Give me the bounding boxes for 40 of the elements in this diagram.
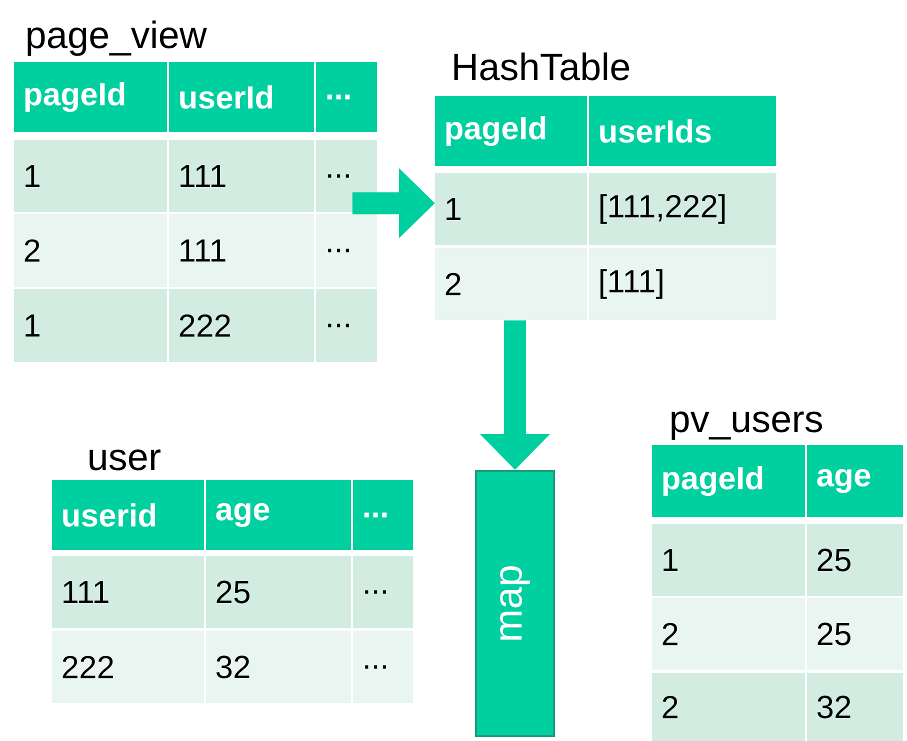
- header-cell: userIds: [589, 96, 776, 166]
- table-cell: 1: [652, 524, 805, 596]
- table-cell: [111,222]: [589, 173, 776, 245]
- header-cell: ...: [316, 62, 377, 132]
- table-cell: ...: [316, 140, 377, 212]
- table-cell: [111]: [589, 248, 776, 320]
- table-cell: 222: [52, 631, 204, 703]
- table-title: page_view: [28, 20, 207, 56]
- table-cell: 2: [652, 673, 805, 741]
- table-cell: 2: [435, 248, 587, 320]
- table-cell: ...: [316, 214, 377, 287]
- header-cell: userId: [169, 62, 314, 132]
- header-cell: pageId: [652, 445, 805, 517]
- table-cell: 1: [435, 173, 587, 245]
- map-box: map: [475, 470, 555, 737]
- header-cell: age: [206, 480, 351, 550]
- header-cell: age: [807, 445, 903, 517]
- table-cell: ...: [316, 289, 377, 362]
- table-cell: ...: [353, 631, 413, 703]
- table-cell: ...: [353, 556, 413, 628]
- table-cell: 25: [807, 598, 903, 670]
- table-cell: 1: [14, 140, 167, 212]
- header-cell: ...: [353, 480, 413, 550]
- table-cell: 2: [14, 214, 167, 287]
- table-cell: 25: [807, 524, 903, 596]
- table-title: HashTable: [454, 52, 630, 80]
- table-cell: 222: [169, 289, 314, 362]
- header-cell: pageId: [14, 62, 167, 132]
- table-title: pv_users: [672, 412, 822, 440]
- table-title: user: [90, 450, 160, 470]
- table-cell: 32: [807, 673, 903, 741]
- table-cell: 111: [169, 140, 314, 212]
- header-cell: pageId: [435, 96, 587, 166]
- table-cell: 111: [169, 214, 314, 287]
- table-cell: 32: [206, 631, 351, 703]
- table-cell: 2: [652, 598, 805, 670]
- table-cell: 111: [52, 556, 204, 628]
- table-cell: 1: [14, 289, 167, 362]
- table-cell: 25: [206, 556, 351, 628]
- header-cell: userid: [52, 480, 204, 550]
